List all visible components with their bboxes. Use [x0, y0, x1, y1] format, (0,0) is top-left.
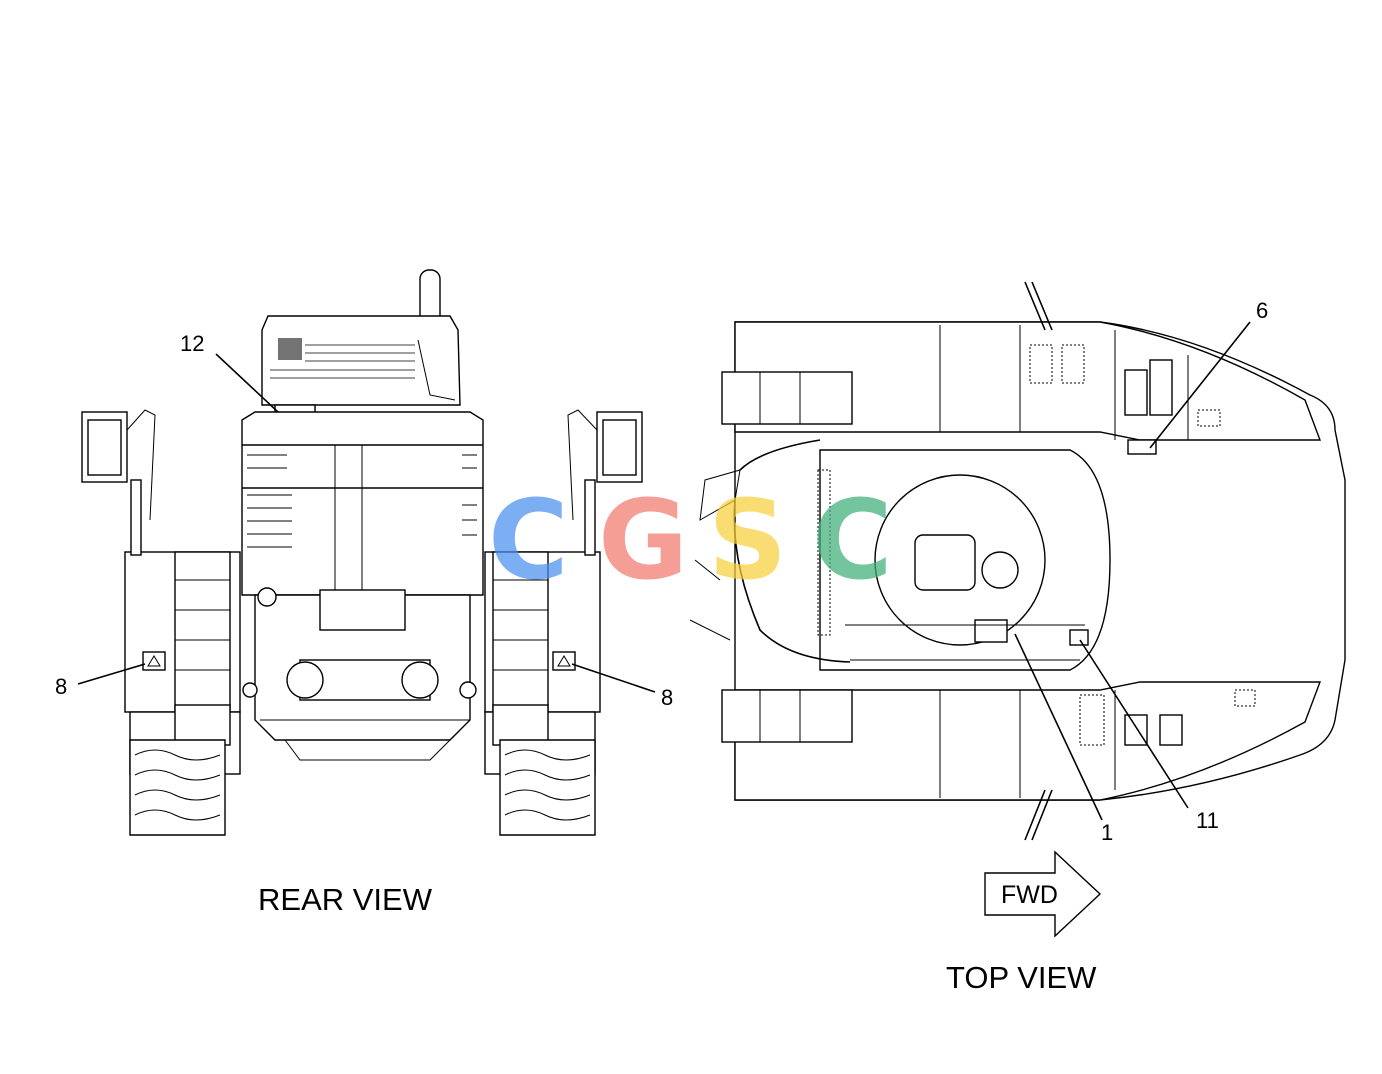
decal-11-location	[1069, 629, 1089, 646]
lower-track-step	[721, 689, 853, 743]
decal-8-left-location	[142, 651, 166, 671]
watermark-letter-g: G	[598, 476, 688, 604]
leader-line-6	[1149, 321, 1251, 449]
operator-seat	[914, 534, 976, 591]
top-view-drawing	[689, 281, 1346, 841]
decal-1-location	[974, 619, 1008, 643]
cgsc-watermark-logo: C G S C	[488, 476, 893, 604]
callout-8-rear-right: 8	[661, 685, 673, 710]
leader-line-11	[1079, 639, 1189, 809]
leader-line-8-right	[571, 663, 656, 693]
callout-6-top: 6	[1256, 298, 1268, 323]
forward-arrow-icon	[984, 850, 1102, 938]
hood-grille	[270, 338, 415, 379]
upper-track-step	[721, 371, 853, 425]
rear-right-tire	[499, 739, 596, 836]
leader-line-8-left	[77, 663, 146, 685]
callout-8-rear-left: 8	[55, 674, 67, 699]
leader-line-12	[215, 353, 279, 413]
callout-11-top: 11	[1196, 808, 1219, 833]
forward-direction-label: FWD	[1001, 881, 1058, 909]
engine-hood	[261, 315, 461, 406]
top-view-title: TOP VIEW	[946, 960, 1097, 995]
callout-12-rear: 12	[180, 331, 204, 356]
rear-right-fender	[484, 409, 643, 836]
decal-8-right-location	[552, 651, 576, 671]
callout-1-top: 1	[1101, 820, 1113, 845]
decal-6-location	[1127, 439, 1157, 455]
steering-wheel	[981, 551, 1019, 589]
watermark-letter-c2: C	[812, 476, 893, 604]
rear-view-title: REAR VIEW	[258, 882, 433, 917]
rear-left-fender	[81, 409, 241, 836]
rear-left-tire	[129, 739, 226, 836]
watermark-letter-s: S	[708, 476, 787, 604]
rear-louvers	[247, 454, 477, 548]
watermark-letter-c1: C	[488, 476, 569, 604]
leader-line-1	[1014, 633, 1103, 821]
rear-view-drawing	[77, 269, 656, 836]
